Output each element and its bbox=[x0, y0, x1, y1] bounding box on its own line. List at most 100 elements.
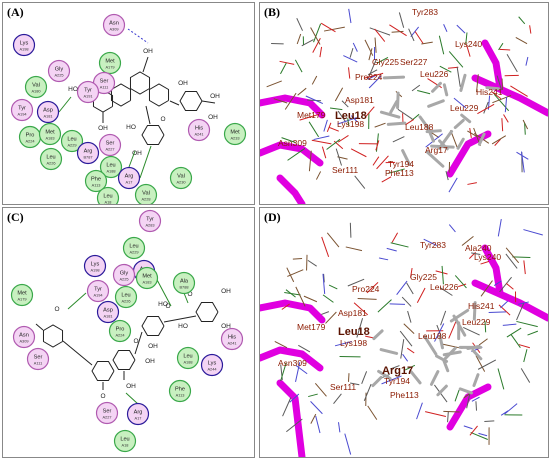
ligand-stick bbox=[471, 348, 483, 361]
stick-bond bbox=[518, 301, 529, 305]
residue-number: B788 bbox=[179, 285, 188, 290]
ring bbox=[179, 90, 203, 112]
residue-name: Met bbox=[17, 291, 27, 297]
residue-name: Ser bbox=[103, 409, 112, 415]
stick-bond bbox=[391, 30, 404, 33]
stick-bond bbox=[368, 48, 373, 61]
residue-number: A225 bbox=[119, 277, 128, 282]
ring bbox=[195, 301, 219, 323]
stick-bond bbox=[374, 28, 386, 42]
residue-label-3d: Pro224 bbox=[355, 72, 383, 82]
ligand-stick bbox=[453, 118, 465, 130]
residue-number: A227 bbox=[102, 415, 111, 420]
stick-bond bbox=[295, 362, 301, 382]
stick-bond bbox=[416, 402, 423, 420]
protein-ribbon bbox=[276, 174, 306, 204]
residue-label-3d: Arg17 bbox=[382, 365, 413, 377]
residue-number: A244 bbox=[207, 367, 217, 372]
stick-bond bbox=[308, 121, 320, 138]
residue-label-3d: Leu226 bbox=[430, 282, 459, 292]
residue-label-3d: Arg17 bbox=[425, 145, 448, 155]
stick-bond bbox=[499, 276, 512, 293]
ligand-atom-label: OH bbox=[143, 48, 153, 55]
ligand-stick bbox=[458, 387, 474, 395]
ligand-atom-label: HO bbox=[158, 301, 168, 308]
ligand-stick bbox=[401, 149, 411, 166]
stick-bond bbox=[478, 338, 488, 346]
stick-bond bbox=[467, 182, 477, 185]
hbond-line bbox=[67, 292, 87, 310]
residue-label-3d: Leu226 bbox=[420, 69, 449, 79]
residue-label-3d: Lys240 bbox=[474, 252, 501, 262]
ligand-stick bbox=[442, 83, 449, 97]
stick-bond bbox=[274, 341, 288, 349]
residue-name: Met bbox=[230, 130, 240, 136]
residue-label-3d: Asn309 bbox=[278, 358, 307, 368]
stick-bond bbox=[374, 122, 386, 128]
stick-bond bbox=[364, 72, 384, 79]
stick-bond bbox=[308, 393, 318, 398]
residue-name: Leu bbox=[67, 137, 76, 143]
stick-bond bbox=[286, 418, 303, 433]
stick-bond bbox=[400, 339, 405, 359]
ligand-atom-label: OH bbox=[208, 114, 218, 121]
stick-bond bbox=[496, 75, 502, 91]
stick-bond bbox=[502, 323, 517, 326]
stick-bond bbox=[282, 397, 292, 417]
protein-ribbon bbox=[446, 383, 492, 431]
panel-d-label: (D) bbox=[264, 210, 281, 224]
residue-number: A179 bbox=[17, 297, 26, 302]
stick-bond bbox=[483, 101, 489, 114]
hbond-line bbox=[125, 392, 139, 405]
stick-bond bbox=[314, 382, 327, 397]
stick-bond bbox=[389, 24, 407, 37]
stick-bond bbox=[401, 296, 412, 307]
stick-bond bbox=[325, 311, 337, 324]
ligand-stick bbox=[438, 139, 449, 151]
stick-bond bbox=[287, 269, 304, 277]
residue-label-3d: Asp181 bbox=[345, 95, 374, 105]
ligand-atom-label: HO bbox=[178, 323, 188, 330]
residue-number: A183 bbox=[45, 136, 54, 141]
stick-bond bbox=[465, 32, 468, 45]
ring bbox=[141, 124, 165, 146]
ligand-stick bbox=[442, 350, 462, 357]
stick-bond bbox=[295, 286, 306, 307]
stick-bond bbox=[353, 302, 369, 316]
ligand-stick bbox=[379, 348, 399, 355]
stick-bond bbox=[315, 171, 322, 180]
residue-name: Leu bbox=[121, 293, 130, 299]
stick-bond bbox=[480, 260, 490, 265]
stick-bond bbox=[392, 136, 405, 143]
stick-bond bbox=[375, 140, 380, 151]
stick-bond bbox=[273, 98, 288, 104]
stick-bond bbox=[341, 100, 349, 108]
ligand-stick bbox=[438, 335, 444, 350]
ligand-atom-label: OH bbox=[98, 125, 108, 132]
stick-bond bbox=[504, 97, 508, 113]
stick-bond bbox=[407, 310, 412, 323]
stick-bond bbox=[456, 24, 466, 34]
stick-bond bbox=[410, 268, 413, 278]
ligand-stick bbox=[485, 86, 500, 91]
stick-bond bbox=[321, 311, 330, 315]
stick-bond bbox=[463, 327, 480, 336]
ligand-atom-label: HO bbox=[126, 124, 136, 131]
residue-number: A179 bbox=[105, 65, 114, 70]
residue-number: A309 bbox=[19, 339, 28, 344]
stick-bond bbox=[296, 17, 304, 31]
stick-bond bbox=[310, 413, 317, 424]
stick-bond bbox=[378, 257, 389, 261]
ligand-atom-label: O bbox=[100, 393, 105, 400]
stick-bond bbox=[499, 48, 511, 51]
